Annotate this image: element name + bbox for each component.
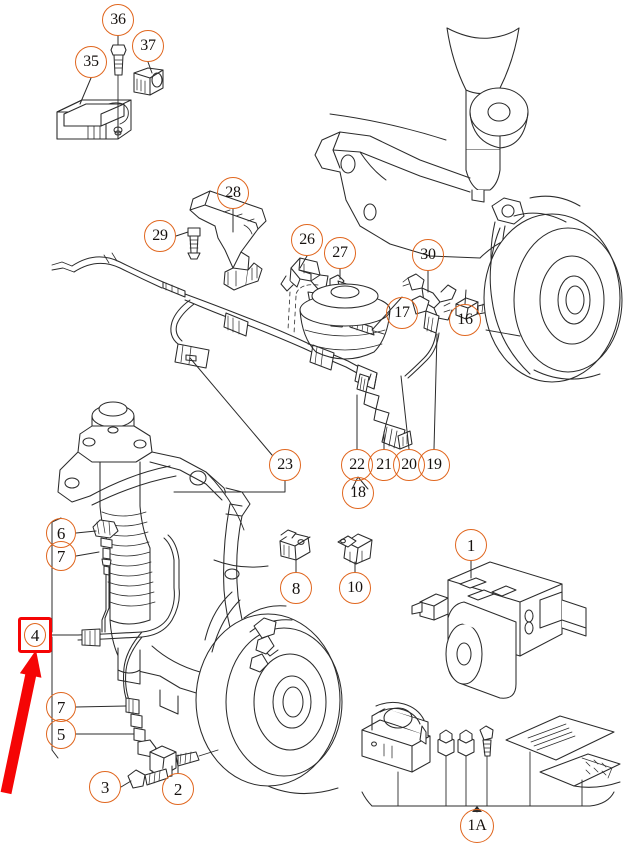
part-23-wiring-harness <box>51 252 378 390</box>
part-10-bracket <box>337 533 373 565</box>
leader-lines <box>51 35 478 813</box>
part-1a-repair-kit <box>361 701 621 812</box>
part-29-bolt <box>187 227 201 260</box>
part-1-abs-hydraulic-unit <box>411 561 587 699</box>
parts-18-22-brake-hose-assembly <box>356 295 440 450</box>
parts-5-7-brake-line-lower <box>125 697 157 758</box>
part-35-control-unit <box>56 99 132 140</box>
part-3-bolt <box>127 768 169 789</box>
part-2-speed-sensor <box>149 745 219 779</box>
parts-6-7-brake-line-upper <box>92 519 119 633</box>
part-4-brake-hose <box>77 534 180 706</box>
part-37-grommet <box>133 67 164 96</box>
part-8-bracket <box>279 529 311 561</box>
front-strut-assembly <box>57 401 343 795</box>
part-28-bracket <box>189 190 267 291</box>
part-36-bolt <box>110 44 127 136</box>
rear-suspension-assembly <box>314 27 623 383</box>
